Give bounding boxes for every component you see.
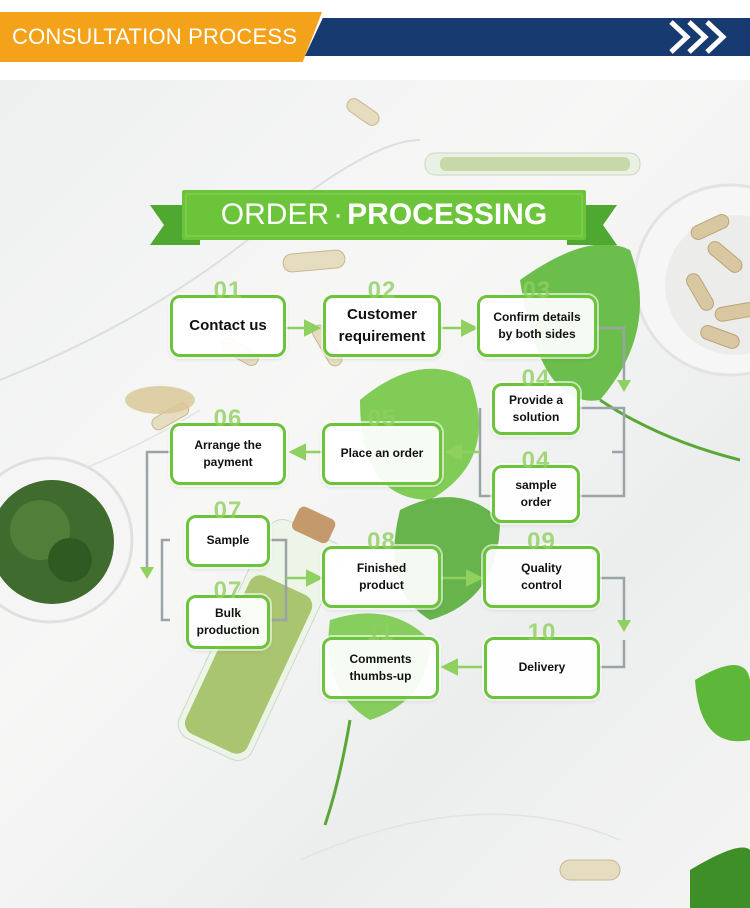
- banner-title: ORDER · PROCESSING: [182, 190, 586, 240]
- step-label: Customer requirement: [338, 306, 426, 345]
- banner-title-bold: PROCESSING: [347, 198, 548, 231]
- step-number: 11: [366, 619, 395, 646]
- step-number: 05: [367, 405, 397, 432]
- step-number: 07: [213, 577, 243, 604]
- step-label: Sample: [206, 533, 250, 548]
- step-label: Place an order: [340, 446, 424, 461]
- process-step: Provide a solution: [492, 383, 580, 435]
- arrow-heads: [140, 380, 631, 632]
- banner-title-separator: ·: [333, 198, 344, 231]
- header-bar: CONSULTATION PROCESS: [0, 0, 750, 80]
- process-step: Comments thumbs-up: [322, 637, 439, 699]
- process-step: Confirm details by both sides: [477, 295, 597, 357]
- step-number: 04: [521, 365, 551, 392]
- step-label: sample order: [515, 477, 557, 509]
- process-step: Arrange the payment: [170, 423, 286, 485]
- step-number: 09: [527, 528, 556, 555]
- banner-title-light: ORDER: [220, 198, 330, 231]
- step-label: Arrange the payment: [194, 437, 262, 469]
- process-step: Finished product: [322, 546, 441, 608]
- step-number: 01: [213, 277, 243, 304]
- step-label: Delivery: [518, 660, 566, 675]
- step-label: Provide a solution: [508, 392, 564, 424]
- chevron-arrows-icon: [669, 20, 727, 54]
- process-step: Contact us: [170, 295, 286, 357]
- step-number: 07: [213, 497, 243, 524]
- page-title: CONSULTATION PROCESS: [12, 24, 298, 49]
- process-step: Bulk production: [186, 595, 270, 649]
- step-label: Confirm details by both sides: [493, 309, 581, 341]
- process-step: Quality control: [483, 546, 600, 608]
- step-number: 04: [521, 447, 551, 474]
- process-step: Delivery: [484, 637, 600, 699]
- step-label: Contact us: [189, 317, 267, 335]
- step-label: Bulk production: [196, 605, 260, 637]
- step-number: 02: [367, 277, 397, 304]
- header-orange-tab: [0, 12, 322, 62]
- step-number: 06: [213, 405, 243, 432]
- step-label: Quality control: [521, 560, 562, 592]
- step-label: Finished product: [356, 560, 407, 592]
- step-number: 10: [527, 619, 557, 646]
- process-step: Place an order: [322, 423, 442, 485]
- process-step: sample order: [492, 465, 580, 523]
- process-step: Customer requirement: [323, 295, 441, 357]
- step-number: 03: [522, 277, 552, 304]
- process-step: Sample: [186, 515, 270, 567]
- step-number: 08: [367, 528, 396, 555]
- connector-lines: [145, 319, 626, 676]
- step-label: Comments thumbs-up: [349, 651, 412, 683]
